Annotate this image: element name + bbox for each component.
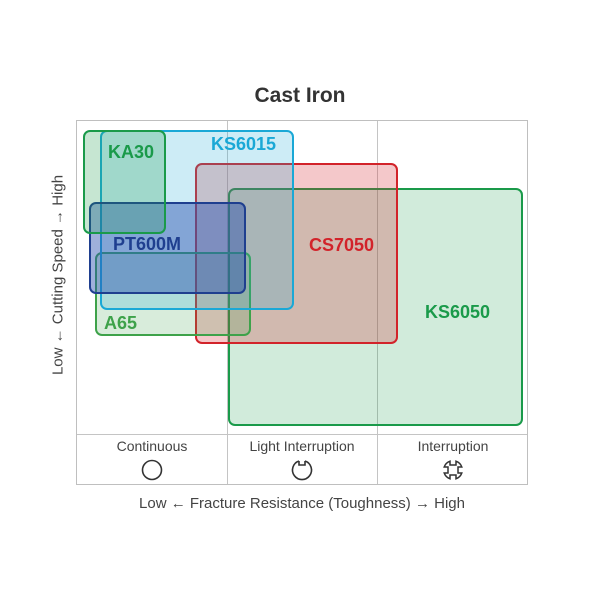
region-pt600m [89, 202, 246, 294]
circle-icon [141, 459, 163, 481]
y-axis-label: Low ← Cutting Speed → High [49, 174, 67, 376]
region-ka30 [83, 130, 166, 234]
region-a65 [95, 252, 251, 336]
category-light-interruption: Light Interruption [227, 438, 377, 486]
category-continuous: Continuous [77, 438, 227, 486]
label-ks6050: KS6050 [425, 302, 491, 322]
notched-circle-icon [291, 460, 313, 481]
category-label: Light Interruption [249, 438, 355, 454]
region-ks6050 [228, 188, 523, 426]
chart-title: Cast Iron [254, 84, 346, 107]
cross-slot-icon [443, 460, 463, 480]
label-ks6015: KS6015 [211, 134, 277, 154]
gridline-horizontal [77, 434, 527, 435]
label-pt600m: PT600M [113, 234, 182, 254]
application-map-plot: KS6050 CS7050 A65 KS6015 PT600M KA30 Con… [76, 120, 528, 485]
category-label: Continuous [116, 438, 188, 454]
category-label: Interruption [417, 438, 489, 454]
x-axis-label: Low ← Fracture Resistance (Toughness) → … [139, 495, 465, 512]
label-ka30: KA30 [108, 142, 155, 162]
label-cs7050: CS7050 [309, 235, 375, 255]
category-interruption: Interruption [377, 438, 529, 486]
gridline-vertical-2 [377, 121, 378, 484]
label-a65: A65 [104, 313, 138, 333]
region-ks6015 [100, 130, 294, 310]
gridline-vertical-1 [227, 121, 228, 484]
